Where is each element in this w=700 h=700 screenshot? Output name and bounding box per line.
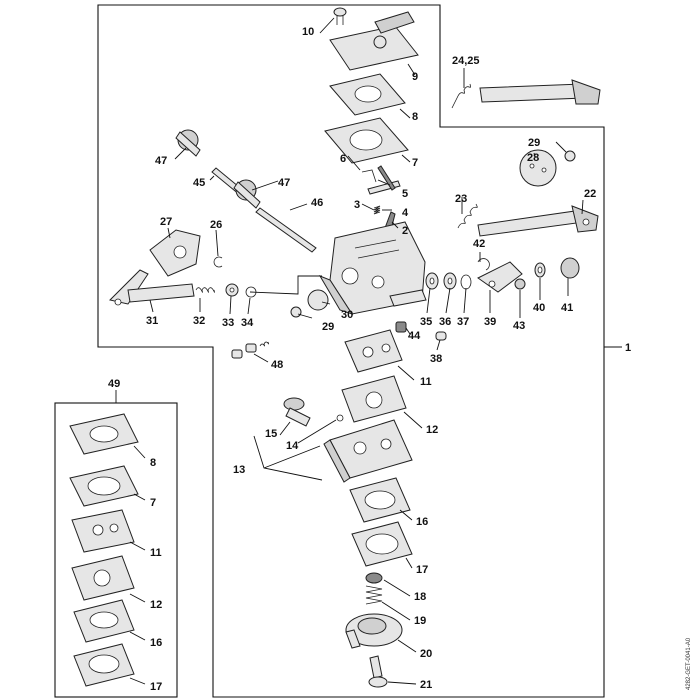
- label-45: 45: [193, 177, 205, 189]
- label-19: 19: [414, 615, 426, 627]
- label-22: 22: [584, 188, 596, 200]
- kit-label-11: 11: [150, 547, 162, 559]
- kit-label-17: 17: [150, 681, 162, 693]
- label-26: 26: [210, 219, 222, 231]
- label-15: 15: [265, 428, 277, 440]
- label-46: 46: [311, 197, 323, 209]
- choke-plate: [519, 149, 557, 187]
- label-33: 33: [222, 317, 234, 329]
- cap: [560, 257, 580, 279]
- choke-shaft: [451, 79, 601, 109]
- label-27: 27: [160, 216, 172, 228]
- o-ring: [460, 274, 472, 290]
- e-clip: [213, 256, 223, 268]
- label-35: 35: [420, 316, 432, 328]
- drawing-code: 4282-GET-0041-A0: [686, 637, 692, 690]
- label-1: 1: [625, 342, 631, 354]
- adjusting-screw-main: [233, 179, 317, 253]
- label-17: 17: [416, 564, 428, 576]
- assembly-frame: [97, 4, 605, 698]
- kit-label-8: 8: [150, 457, 156, 469]
- label-30: 30: [341, 309, 353, 321]
- label-6: 6: [340, 153, 346, 165]
- screw: [368, 655, 388, 688]
- label-4: 4: [402, 207, 409, 219]
- label-12: 12: [426, 424, 438, 436]
- kit-gasket-2: [71, 509, 135, 553]
- label-36: 36: [439, 316, 451, 328]
- kit-diaphragm-2: [73, 599, 135, 643]
- label-13: 13: [233, 464, 245, 476]
- kit-gasket-3: [73, 643, 135, 687]
- label-8: 8: [412, 111, 418, 123]
- inlet-fitting: [283, 397, 311, 427]
- kit-plate: [71, 555, 135, 601]
- label-43: 43: [513, 320, 525, 332]
- callout-labels: 1 2 3 4 5 6 7 8 9 10 11 12 13 14 15 16 1…: [108, 26, 692, 693]
- kit-label-7: 7: [150, 497, 156, 509]
- label-9: 9: [412, 71, 418, 83]
- label-41: 41: [561, 302, 573, 314]
- label-37: 37: [457, 316, 469, 328]
- plug-set: [231, 341, 270, 359]
- label-24-25: 24,25: [452, 55, 480, 67]
- label-29-top: 29: [528, 137, 540, 149]
- screw: [564, 150, 576, 162]
- label-48: 48: [271, 359, 283, 371]
- label-49: 49: [108, 378, 120, 390]
- label-39: 39: [484, 316, 496, 328]
- label-16: 16: [416, 516, 428, 528]
- label-32: 32: [193, 315, 205, 327]
- label-34: 34: [241, 317, 254, 329]
- label-5: 5: [402, 188, 408, 200]
- label-47-top: 47: [155, 155, 167, 167]
- throttle-arm: [477, 261, 523, 293]
- label-40: 40: [533, 302, 545, 314]
- screw: [333, 7, 347, 25]
- spring: [365, 585, 383, 605]
- label-18: 18: [414, 591, 426, 603]
- label-28: 28: [527, 152, 539, 164]
- throttle-lever: [109, 269, 195, 306]
- label-2: 2: [402, 225, 408, 237]
- disc: [307, 289, 329, 311]
- spring: [195, 287, 215, 293]
- label-29-left: 29: [322, 321, 334, 333]
- torsion-spring: [457, 203, 478, 229]
- label-11: 11: [420, 376, 432, 388]
- label-42: 42: [473, 238, 485, 250]
- screw: [290, 306, 302, 318]
- kit-gasket: [69, 413, 139, 455]
- carburetor-body: [318, 221, 427, 315]
- strainer: [395, 321, 407, 333]
- pump-body: [323, 419, 413, 483]
- label-20: 20: [420, 648, 432, 660]
- label-3: 3: [354, 199, 360, 211]
- sleeve: [435, 331, 447, 341]
- ball: [336, 414, 344, 422]
- label-14: 14: [286, 440, 299, 452]
- label-21: 21: [420, 679, 432, 691]
- label-44: 44: [408, 330, 421, 342]
- throttle-shaft: [477, 205, 599, 237]
- leader-lines: [115, 17, 584, 685]
- label-31: 31: [146, 315, 158, 327]
- label-10: 10: [302, 26, 314, 38]
- spring-plate: [365, 572, 383, 584]
- spring: [373, 205, 381, 215]
- pump-cover: [329, 11, 419, 71]
- label-47-mid: 47: [278, 177, 290, 189]
- kit-label-12: 12: [150, 599, 162, 611]
- choke-lever: [149, 229, 201, 277]
- gasket: [344, 329, 403, 373]
- end-cover: [345, 613, 403, 649]
- label-38: 38: [430, 353, 442, 365]
- label-7: 7: [412, 157, 418, 169]
- kit-label-16: 16: [150, 637, 162, 649]
- kit-diaphragm: [69, 465, 139, 507]
- label-23: 23: [455, 193, 467, 205]
- nut: [514, 278, 526, 290]
